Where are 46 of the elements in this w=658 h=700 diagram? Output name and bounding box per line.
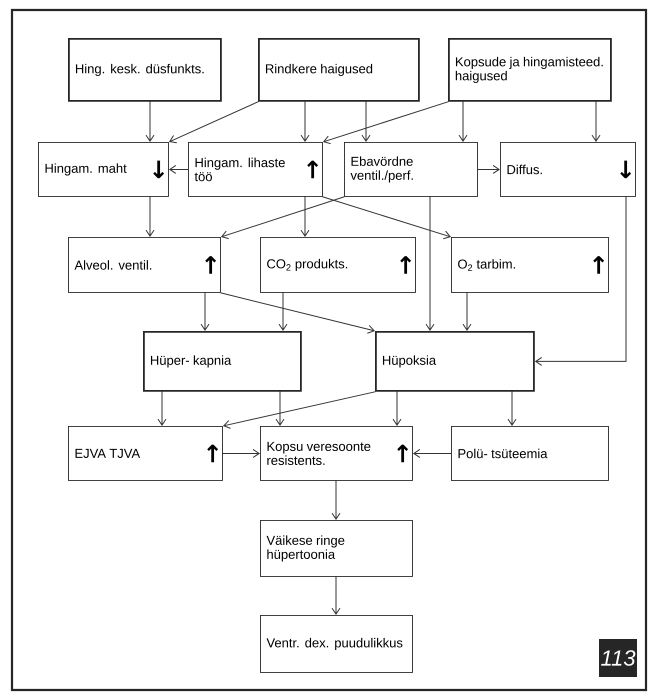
arrow [158,391,166,426]
process-box: Diffus. ↓ [500,142,636,197]
arrow [220,196,344,240]
arrow [592,101,600,142]
process-box: CO$_{2}$ produkts. ↑ [260,237,416,293]
page-number: 113 [599,639,637,677]
arrow [426,196,434,331]
process-box: Ventr. dex. puudulikkus [260,615,413,673]
arrow [200,292,210,331]
arrow [412,448,452,458]
arrow [222,391,376,429]
cause-box: Hüper- kapnia [143,331,302,392]
arrow [278,292,288,331]
arrow [300,196,310,237]
arrow [322,196,452,240]
process-box: Polü- tsüteemia [451,426,609,481]
arrow [168,101,258,144]
arrow [458,101,468,142]
arrow [332,576,340,615]
arrow [362,101,370,142]
arrow [534,196,626,366]
process-box: O$_{2}$ tarbim. ↑ [451,237,609,293]
process-box: Hingam. maht ↓ [38,142,169,197]
arrow [168,164,188,174]
cause-box: Hing. kesk. düsfunkts. [68,38,222,102]
arrow [222,448,260,458]
process-box: Hingam. lihaste töö ↑ [188,142,323,197]
process-box: Ebavördne ventil./perf. [344,142,478,197]
process-box: Alveol. ventil. ↑ [68,237,221,293]
cause-box: Kopsude ja hingamisteed. haigused [448,38,612,102]
arrow [146,196,154,237]
arrow [462,292,472,331]
process-box: Kopsu veresoonte resistents. ↑ [260,426,413,481]
arrow [146,101,154,142]
arrow [220,292,375,334]
arrow [300,101,310,142]
arrow [508,391,516,426]
arrow [392,391,402,426]
arrow [322,101,448,144]
cause-box: Rindkere haigused [258,38,420,102]
cause-box: Hüpoksia [375,331,535,392]
arrow [276,391,284,426]
arrow [477,164,500,174]
process-box: EJVA TJVA ↑ [68,426,223,481]
arrow [332,480,340,520]
process-box: Väikese ringe hüpertoonia [260,520,413,577]
